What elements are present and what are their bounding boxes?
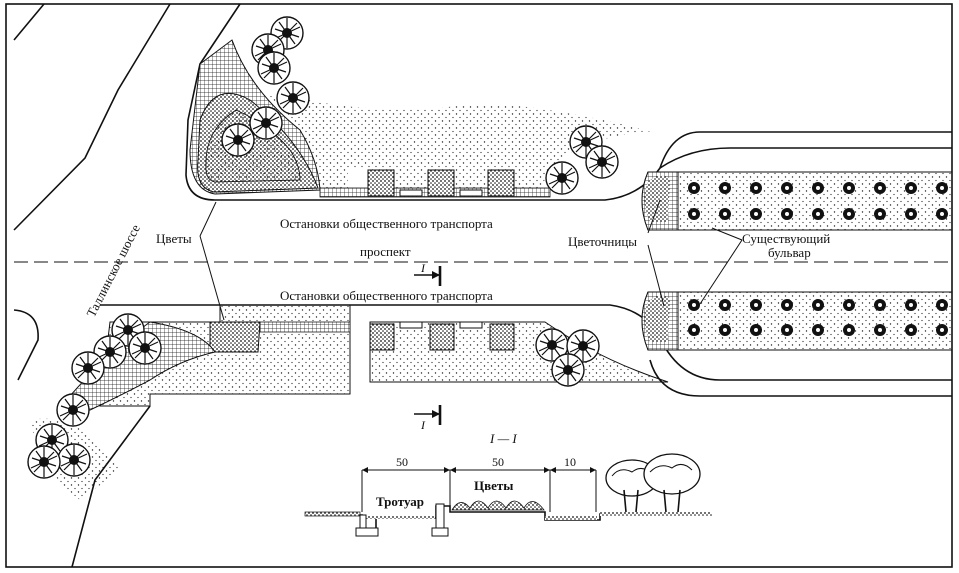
boulevard-tree bbox=[843, 208, 855, 220]
boulevard-tree bbox=[812, 324, 824, 336]
boulevard-top bbox=[641, 171, 953, 231]
boulevard-tree bbox=[781, 208, 793, 220]
dim-label-3: 10 bbox=[564, 455, 576, 469]
label-boulevard-2: бульвар bbox=[768, 245, 811, 260]
label-boulevard-1: Существующий bbox=[742, 231, 830, 246]
boulevard-tree bbox=[874, 182, 886, 194]
label-flowerbeds: Цветочницы bbox=[568, 234, 637, 249]
section-trees bbox=[605, 453, 701, 513]
label-prospect: проспект bbox=[360, 244, 411, 259]
boulevard-tree bbox=[843, 299, 855, 311]
boulevard-tree bbox=[688, 182, 700, 194]
boulevard-tree bbox=[936, 299, 948, 311]
section-marker-bottom bbox=[414, 405, 442, 425]
dim-label-1: 50 bbox=[396, 455, 408, 469]
boulevard-tree bbox=[905, 182, 917, 194]
boulevard-tree bbox=[936, 182, 948, 194]
boulevard-tree bbox=[905, 324, 917, 336]
boulevard-tree bbox=[781, 182, 793, 194]
boulevard-tree bbox=[936, 208, 948, 220]
boulevard-tree bbox=[750, 182, 762, 194]
boulevard-tree bbox=[750, 299, 762, 311]
boulevard-tree bbox=[688, 299, 700, 311]
boulevard-tree bbox=[719, 299, 731, 311]
boulevard-tree bbox=[750, 208, 762, 220]
boulevard-tree bbox=[874, 324, 886, 336]
boulevard-tree bbox=[812, 208, 824, 220]
boulevard-tree bbox=[812, 182, 824, 194]
boulevard-tree bbox=[750, 324, 762, 336]
label-section-mark-bottom: I bbox=[420, 418, 426, 432]
label-section-mark-top: I bbox=[420, 261, 426, 275]
boulevard-tree bbox=[843, 182, 855, 194]
label-sidewalk: Тротуар bbox=[376, 494, 424, 509]
boulevard-tree bbox=[936, 324, 948, 336]
label-stops-top: Остановки общественного транспорта bbox=[280, 216, 493, 231]
label-section-flowers: Цветы bbox=[474, 478, 513, 493]
boulevard-tree bbox=[688, 324, 700, 336]
boulevard-bottom bbox=[641, 291, 953, 351]
boulevard-tree bbox=[719, 182, 731, 194]
boulevard-tree bbox=[874, 208, 886, 220]
frame-border bbox=[5, 3, 953, 568]
boulevard-tree bbox=[781, 299, 793, 311]
label-section-title: I — I bbox=[489, 431, 517, 446]
boulevard-tree bbox=[781, 324, 793, 336]
boulevard-tree bbox=[874, 299, 886, 311]
boulevard-tree bbox=[688, 208, 700, 220]
section-marker-top bbox=[414, 266, 442, 286]
boulevard-tree bbox=[719, 324, 731, 336]
dim-label-2: 50 bbox=[492, 455, 504, 469]
boulevard-tree bbox=[905, 299, 917, 311]
label-flowers: Цветы bbox=[156, 231, 192, 246]
label-stops-bottom: Остановки общественного транспорта bbox=[280, 288, 493, 303]
boulevard-tree bbox=[812, 299, 824, 311]
cross-section bbox=[304, 453, 712, 537]
boulevard-tree bbox=[905, 208, 917, 220]
boulevard-tree bbox=[843, 324, 855, 336]
boulevard-tree bbox=[719, 208, 731, 220]
leader-lines bbox=[199, 199, 743, 321]
